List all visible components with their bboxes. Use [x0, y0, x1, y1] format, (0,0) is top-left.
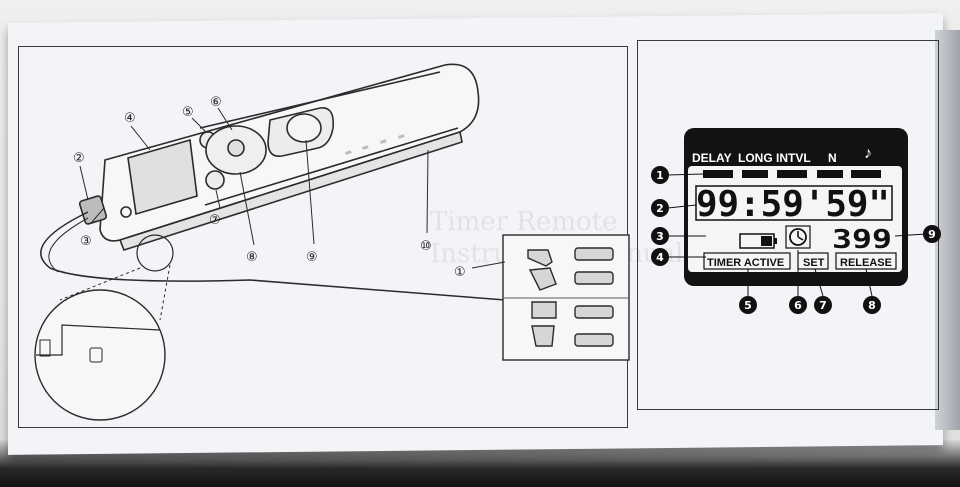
- zoom-detail-tab: [39, 339, 51, 357]
- callout-5: ⑤: [182, 105, 194, 120]
- lcd-label-release: RELEASE: [840, 257, 892, 269]
- lcd-label-timer-active: TIMER ACTIVE: [707, 257, 784, 269]
- lcd-mode-delay: DELAY: [692, 151, 732, 165]
- lcd-callout-1: 1: [656, 169, 664, 182]
- clock-icon: [785, 225, 811, 249]
- lcd-leader-lines: [667, 173, 927, 297]
- lcd-panel: DELAY LONG INTVL N ♪ 99:59'59" 399: [684, 128, 908, 286]
- lcd-mode-indicators: [703, 170, 881, 178]
- dial-center-button: [227, 139, 245, 157]
- callout-4: ④: [124, 111, 136, 126]
- remote-callouts: ② ③ ④ ⑤ ⑥ ⑦ ⑧ ⑨ ⑩ ①: [73, 95, 466, 280]
- grip-ridges: [345, 134, 405, 155]
- connector-plug-2: [528, 267, 557, 291]
- lcd-callout-9: 9: [928, 228, 936, 241]
- remote-side: [118, 130, 463, 251]
- lcd-callout-8: 8: [868, 299, 876, 312]
- lcd-callout-3: 3: [656, 230, 664, 243]
- zoom-guide-2: [159, 264, 171, 321]
- connector-socket-2: [574, 271, 614, 285]
- lcd-mode-intvl: INTVL: [776, 151, 811, 165]
- callout-7: ⑦: [209, 213, 221, 228]
- connector-socket-1: [574, 247, 614, 261]
- callout-9: ⑨: [306, 250, 318, 265]
- remote-lcd-window: [127, 138, 198, 216]
- cable-inner: [48, 217, 89, 273]
- lcd-time-box: [695, 185, 893, 221]
- timer-active-box: [703, 252, 791, 270]
- lcd-callout-2: 2: [656, 202, 664, 215]
- lcd-time-digits: 99:59'59": [696, 184, 890, 225]
- callout-2: ②: [73, 151, 85, 166]
- lcd-label-set: SET: [803, 257, 825, 269]
- lcd-diagram-frame: [637, 40, 939, 410]
- callout-8: ⑧: [246, 250, 258, 265]
- lcd-mode-sound: ♪: [864, 145, 872, 162]
- leader-lines: [79, 107, 506, 269]
- connector-socket-4: [574, 333, 614, 347]
- connector-plug-3: [531, 301, 557, 319]
- remote-controller: [78, 63, 480, 251]
- cable-jack: [120, 206, 132, 218]
- lcd-callout-7: 7: [819, 299, 827, 312]
- lcd-mode-long: LONG: [738, 151, 773, 165]
- cable-plug: [78, 195, 108, 225]
- connector-box: [502, 234, 630, 361]
- lcd-callout-6: 6: [794, 299, 802, 312]
- remote-trim-line-lower: [204, 127, 459, 206]
- zoom-detail: [34, 234, 174, 421]
- callout-1: ①: [454, 265, 466, 280]
- lcd-callout-5: 5: [744, 299, 752, 312]
- connector-plug-4: [531, 325, 555, 347]
- zoom-detail-outline: [36, 324, 161, 356]
- connector-socket-3: [574, 305, 614, 319]
- lcd-count-digits: 399: [832, 225, 892, 255]
- zoom-detail-slot: [89, 347, 103, 363]
- zoom-source-circle: [136, 234, 174, 272]
- lcd-callout-4: 4: [656, 251, 664, 264]
- bleed-through-text: Timer Remote: [430, 207, 618, 237]
- callout-10: ⑩: [420, 239, 432, 254]
- connector-plug-1: [527, 249, 553, 267]
- zoom-circle: [34, 289, 166, 421]
- callout-3: ③: [80, 234, 92, 249]
- lcd-screen: [688, 166, 902, 272]
- set-button: [205, 170, 225, 190]
- release-button: [286, 113, 322, 143]
- battery-icon: [739, 233, 777, 249]
- lcd-mode-n: N: [828, 151, 837, 165]
- callout-6: ⑥: [210, 95, 222, 110]
- lcd-callouts: 1 2 3 4 5 6 7 8 9: [651, 166, 941, 314]
- cable: [40, 211, 506, 301]
- remote-trim-line: [199, 71, 441, 129]
- zoom-guide-1: [59, 267, 141, 301]
